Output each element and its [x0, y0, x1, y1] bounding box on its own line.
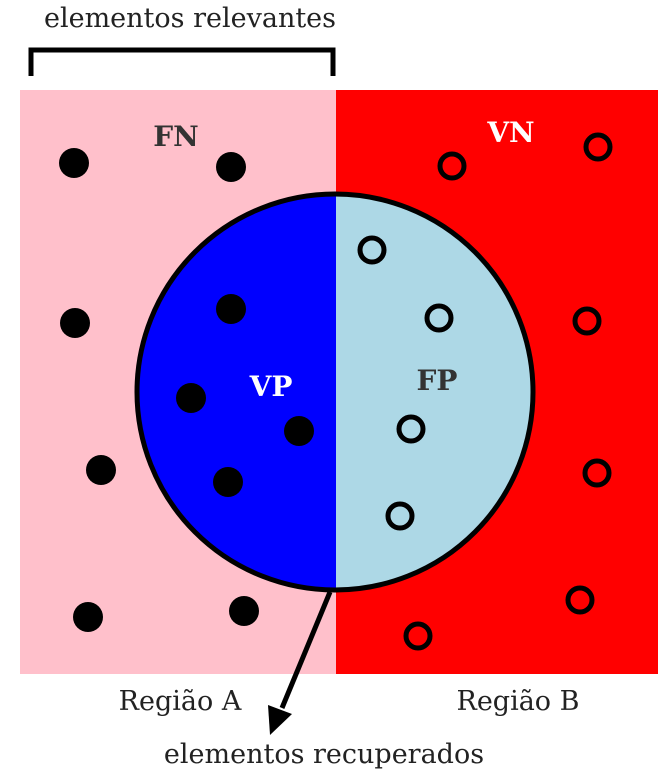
relevant-dot	[59, 148, 89, 178]
fp-false-positive-area	[336, 194, 533, 590]
non-relevant-circle	[385, 501, 415, 531]
non-relevant-circle	[583, 132, 613, 162]
fp-label: FP	[417, 364, 458, 397]
non-relevant-circle	[424, 303, 454, 333]
non-relevant-circle	[572, 306, 602, 336]
region-a-label: Região A	[119, 686, 242, 717]
relevant-dot	[213, 467, 243, 497]
relevant-elements-bracket	[28, 47, 336, 76]
non-relevant-circle	[357, 235, 387, 265]
relevant-dot	[284, 416, 314, 446]
relevant-dot	[86, 455, 116, 485]
vp-true-positive-area	[137, 194, 336, 590]
relevant-dot	[229, 596, 259, 626]
non-relevant-circle	[396, 414, 426, 444]
non-relevant-circle	[403, 621, 433, 651]
retrieved-set-circle	[134, 191, 536, 593]
non-relevant-circle	[565, 585, 595, 615]
relevant-dot	[216, 152, 246, 182]
relevant-elements-label: elementos relevantes	[44, 3, 336, 34]
vn-label: VN	[486, 116, 534, 149]
relevant-element-dots	[59, 148, 314, 632]
non-relevant-element-circles	[357, 132, 613, 651]
retrieved-elements-label: elementos recuperados	[164, 739, 484, 770]
fn-label: FN	[153, 120, 198, 153]
relevant-dot	[216, 294, 246, 324]
non-relevant-circle	[582, 458, 612, 488]
non-relevant-circle	[437, 151, 467, 181]
relevant-dot	[73, 602, 103, 632]
relevant-dot	[176, 383, 206, 413]
region-b-label: Região B	[456, 686, 579, 717]
relevant-dot	[60, 308, 90, 338]
vp-label: VP	[249, 370, 293, 403]
retrieved-arrow-head	[268, 705, 292, 735]
retrieved-arrow-shaft	[279, 591, 333, 709]
